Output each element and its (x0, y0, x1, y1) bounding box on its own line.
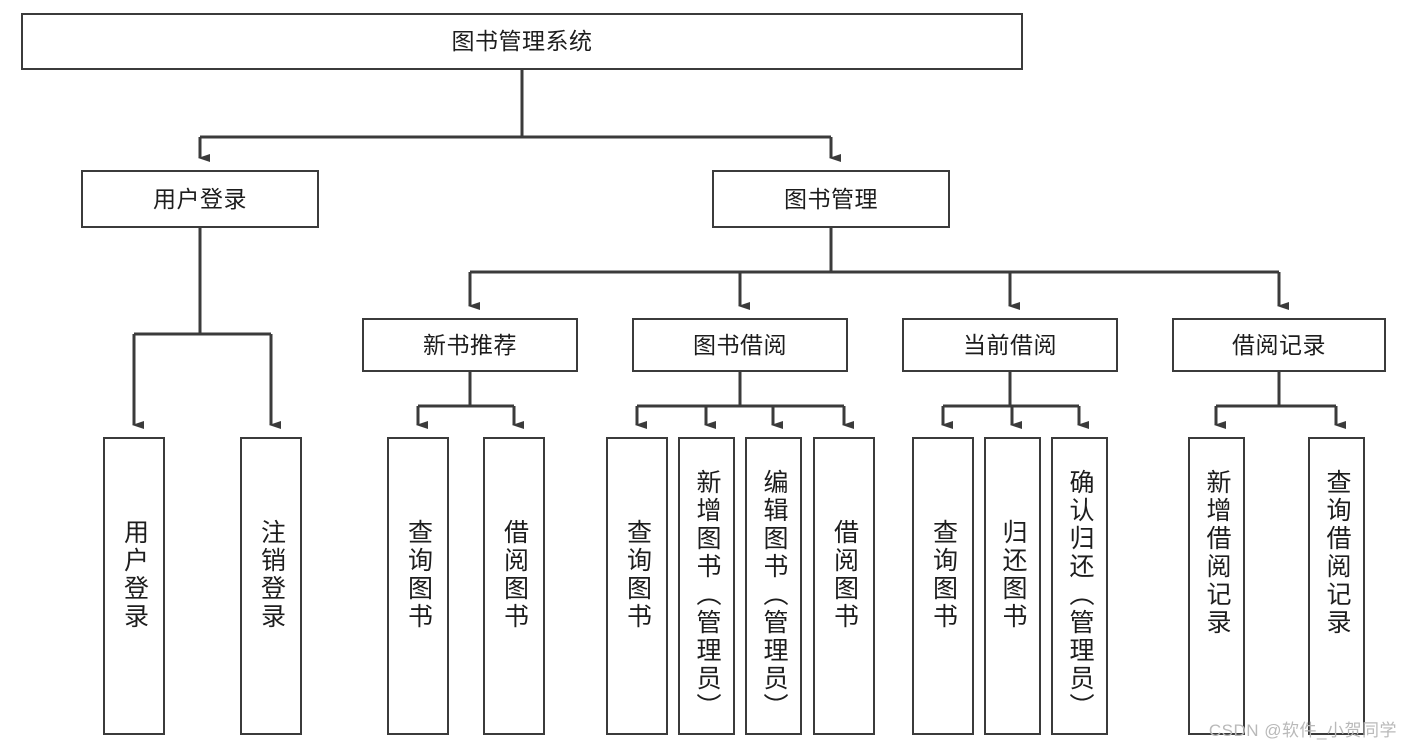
leaf-borrow-book[interactable]: 借阅图书 (813, 437, 875, 735)
leaf-borrow-book-recommend-label: 借阅图书 (500, 519, 529, 631)
node-current-borrow[interactable]: 当前借阅 (902, 318, 1118, 372)
leaf-add-book-admin[interactable]: 新增图书（管理员） (678, 437, 735, 735)
node-book-management-label: 图书管理 (784, 185, 878, 212)
leaf-user-login-label: 用户登录 (120, 519, 149, 631)
leaf-user-logout[interactable]: 注销登录 (240, 437, 302, 735)
node-new-book-recommend-label: 新书推荐 (423, 331, 517, 358)
node-user-login[interactable]: 用户登录 (81, 170, 319, 228)
leaf-add-borrow-record[interactable]: 新增借阅记录 (1188, 437, 1245, 735)
leaf-confirm-return-admin-label: 确认归还（管理员） (1066, 469, 1094, 721)
node-book-borrow-label: 图书借阅 (693, 331, 787, 358)
leaf-query-book-current-label: 查询图书 (929, 519, 958, 631)
node-borrow-record-label: 借阅记录 (1232, 331, 1326, 358)
node-borrow-record[interactable]: 借阅记录 (1172, 318, 1386, 372)
leaf-borrow-book-label: 借阅图书 (830, 519, 859, 631)
watermark: CSDN @软件_小贺同学 (1208, 721, 1397, 740)
leaf-query-book-borrow[interactable]: 查询图书 (606, 437, 668, 735)
leaf-query-borrow-record[interactable]: 查询借阅记录 (1308, 437, 1365, 735)
leaf-edit-book-admin[interactable]: 编辑图书（管理员） (745, 437, 802, 735)
leaf-return-book[interactable]: 归还图书 (984, 437, 1041, 735)
node-current-borrow-label: 当前借阅 (963, 331, 1057, 358)
leaf-return-book-label: 归还图书 (999, 519, 1027, 631)
leaf-add-borrow-record-label: 新增借阅记录 (1203, 469, 1231, 637)
node-book-management[interactable]: 图书管理 (712, 170, 950, 228)
leaf-user-logout-label: 注销登录 (257, 519, 286, 631)
node-root[interactable]: 图书管理系统 (21, 13, 1023, 70)
node-new-book-recommend[interactable]: 新书推荐 (362, 318, 578, 372)
leaf-query-book-recommend-label: 查询图书 (404, 519, 433, 631)
leaf-query-borrow-record-label: 查询借阅记录 (1323, 469, 1351, 637)
leaf-query-book-recommend[interactable]: 查询图书 (387, 437, 449, 735)
leaf-borrow-book-recommend[interactable]: 借阅图书 (483, 437, 545, 735)
node-root-label: 图书管理系统 (451, 28, 593, 55)
leaf-add-book-admin-label: 新增图书（管理员） (693, 469, 721, 721)
leaf-user-login[interactable]: 用户登录 (103, 437, 165, 735)
leaf-edit-book-admin-label: 编辑图书（管理员） (760, 469, 788, 721)
node-user-login-label: 用户登录 (153, 185, 247, 212)
leaf-query-book-current[interactable]: 查询图书 (912, 437, 974, 735)
node-book-borrow[interactable]: 图书借阅 (632, 318, 848, 372)
leaf-query-book-borrow-label: 查询图书 (623, 519, 652, 631)
leaf-confirm-return-admin[interactable]: 确认归还（管理员） (1051, 437, 1108, 735)
